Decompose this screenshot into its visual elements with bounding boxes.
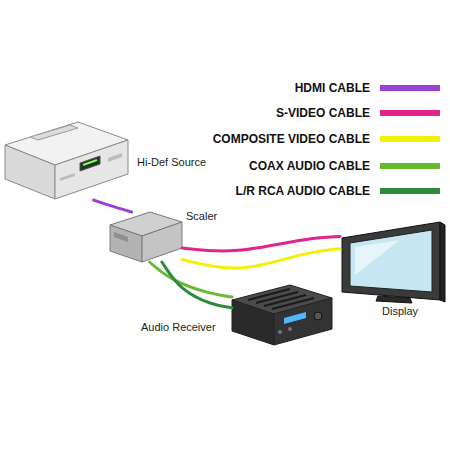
legend-swatch: [380, 163, 440, 169]
legend-text: HDMI CABLE: [295, 80, 370, 96]
receiver-node: Audio Receiver: [232, 285, 332, 345]
legend-text: L/R RCA AUDIO CABLE: [236, 183, 370, 199]
legend-swatch: [380, 110, 440, 116]
legend-text: COAX AUDIO CABLE: [249, 158, 370, 174]
device-label: Audio Receiver: [141, 321, 216, 334]
legend-swatch: [380, 188, 440, 194]
scaler-device: [110, 212, 182, 262]
display-device: [342, 222, 445, 303]
legend-text: COMPOSITE VIDEO CABLE: [213, 131, 370, 147]
legend-swatch: [380, 85, 440, 91]
legend-entry: HDMI CABLE: [150, 80, 445, 96]
cable: [182, 249, 340, 268]
source-device: [5, 122, 128, 199]
device-label: Hi-Def Source: [137, 156, 206, 169]
cable: [94, 200, 132, 212]
legend-entry: L/R RCA AUDIO CABLE: [150, 183, 445, 199]
scaler-node: Scaler: [110, 212, 182, 262]
cable: [182, 236, 340, 251]
legend-entry: COAX AUDIO CABLE: [150, 158, 445, 174]
audio-receiver-device: [232, 285, 332, 345]
legend-entry: S-VIDEO CABLE: [150, 105, 445, 121]
source-node: Hi-Def Source: [5, 122, 128, 200]
display-node: Display: [340, 220, 445, 302]
cable: [162, 262, 232, 308]
cable: [150, 262, 232, 297]
device-label: Display: [382, 305, 418, 318]
legend-text: S-VIDEO CABLE: [276, 105, 370, 121]
legend-entry: COMPOSITE VIDEO CABLE: [150, 131, 445, 147]
legend-swatch: [380, 136, 440, 142]
device-label: Scaler: [186, 210, 217, 223]
